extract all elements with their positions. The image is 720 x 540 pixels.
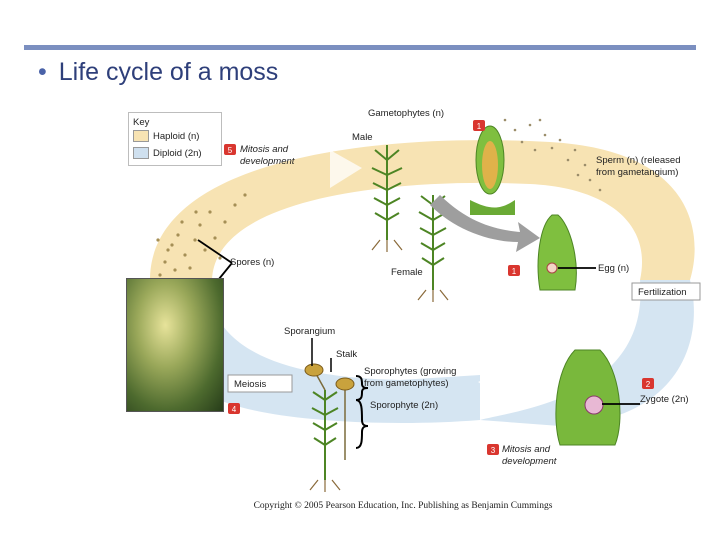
diploid-band <box>480 280 694 426</box>
mitosis-development2-label-1: Mitosis and <box>502 444 551 455</box>
archegonium <box>537 214 577 291</box>
gametangium-arrow <box>430 195 540 252</box>
sporangium-label: Sporangium <box>284 326 335 337</box>
key-row-diploid: Diploid (2n) <box>133 147 202 159</box>
sporophyte-brace <box>355 399 369 449</box>
sperm-scatter <box>503 118 602 192</box>
step-badge-1a: 1 <box>473 120 485 131</box>
step-badge-5-text: 5 <box>228 146 233 155</box>
sperm-label-1: Sperm (n) (released <box>596 155 680 166</box>
sporophytes-label-2: from gametophytes) <box>364 378 448 389</box>
band-arrow-bottom <box>478 368 505 400</box>
step-badge-2-text: 2 <box>646 380 651 389</box>
diploid-band-bottom <box>210 305 480 423</box>
step-badge-1b-text: 1 <box>512 267 517 276</box>
fertilization-box <box>631 282 701 301</box>
mitosis-development-label-2: development <box>240 156 295 167</box>
step-badge-4-text: 4 <box>232 405 237 414</box>
female-gametophyte <box>417 195 449 302</box>
step-badge-1a-text: 1 <box>477 122 482 131</box>
haploid-swatch <box>133 130 149 142</box>
antheridium <box>470 125 515 215</box>
egg-label: Egg (n) <box>598 263 629 274</box>
meiosis-label: Meiosis <box>234 379 266 390</box>
mitosis-development2-label-2: development <box>502 456 557 467</box>
gametophytes-label: Gametophytes (n) <box>368 108 444 119</box>
male-gametophyte <box>371 145 403 252</box>
stalk-label: Stalk <box>336 349 357 360</box>
mitosis-development-label-1: Mitosis and <box>240 144 289 155</box>
step-badge-4: 4 <box>228 403 240 414</box>
sporophytes-growing <box>335 377 355 460</box>
diploid-label: Diploid (2n) <box>153 147 202 159</box>
step-badge-3-text: 3 <box>491 446 496 455</box>
sporophyte-label: Sporophyte (2n) <box>370 400 438 411</box>
bullet-icon: • <box>38 58 47 86</box>
sporangium-capsule <box>304 363 324 377</box>
key-row-haploid: Haploid (n) <box>133 130 199 142</box>
slide-title: • Life cycle of a moss <box>38 58 278 87</box>
sporophytes-brace <box>355 375 369 401</box>
key-legend: Key Haploid (n) Diploid (2n) <box>128 112 222 166</box>
female-label: Female <box>391 267 423 278</box>
spores-leader <box>197 239 233 264</box>
key-title: Key <box>133 117 150 128</box>
fertilization-label: Fertilization <box>638 287 687 298</box>
copyright-text: Copyright © 2005 Pearson Education, Inc.… <box>253 501 553 511</box>
step-badge-3: 3 <box>487 444 499 455</box>
moss-photo <box>126 278 224 412</box>
sporophytes-label-1: Sporophytes (growing <box>364 366 456 377</box>
step-badge-1b: 1 <box>508 265 520 276</box>
diploid-swatch <box>133 147 149 159</box>
spores-label: Spores (n) <box>230 257 274 268</box>
haploid-band <box>150 140 695 280</box>
band-arrow-top <box>330 150 362 188</box>
meiosis-box <box>227 374 293 393</box>
haploid-label: Haploid (n) <box>153 130 200 142</box>
spore-scatter <box>156 193 247 277</box>
zygote-archegonium <box>555 349 621 446</box>
slide-title-text: Life cycle of a moss <box>58 58 279 86</box>
title-rule <box>24 45 696 50</box>
male-label: Male <box>352 132 373 143</box>
step-badge-5: 5 <box>224 144 236 155</box>
step-badge-2: 2 <box>642 378 654 389</box>
zygote-label: Zygote (2n) <box>640 394 689 405</box>
sperm-label-2: from gametangium) <box>596 167 678 178</box>
